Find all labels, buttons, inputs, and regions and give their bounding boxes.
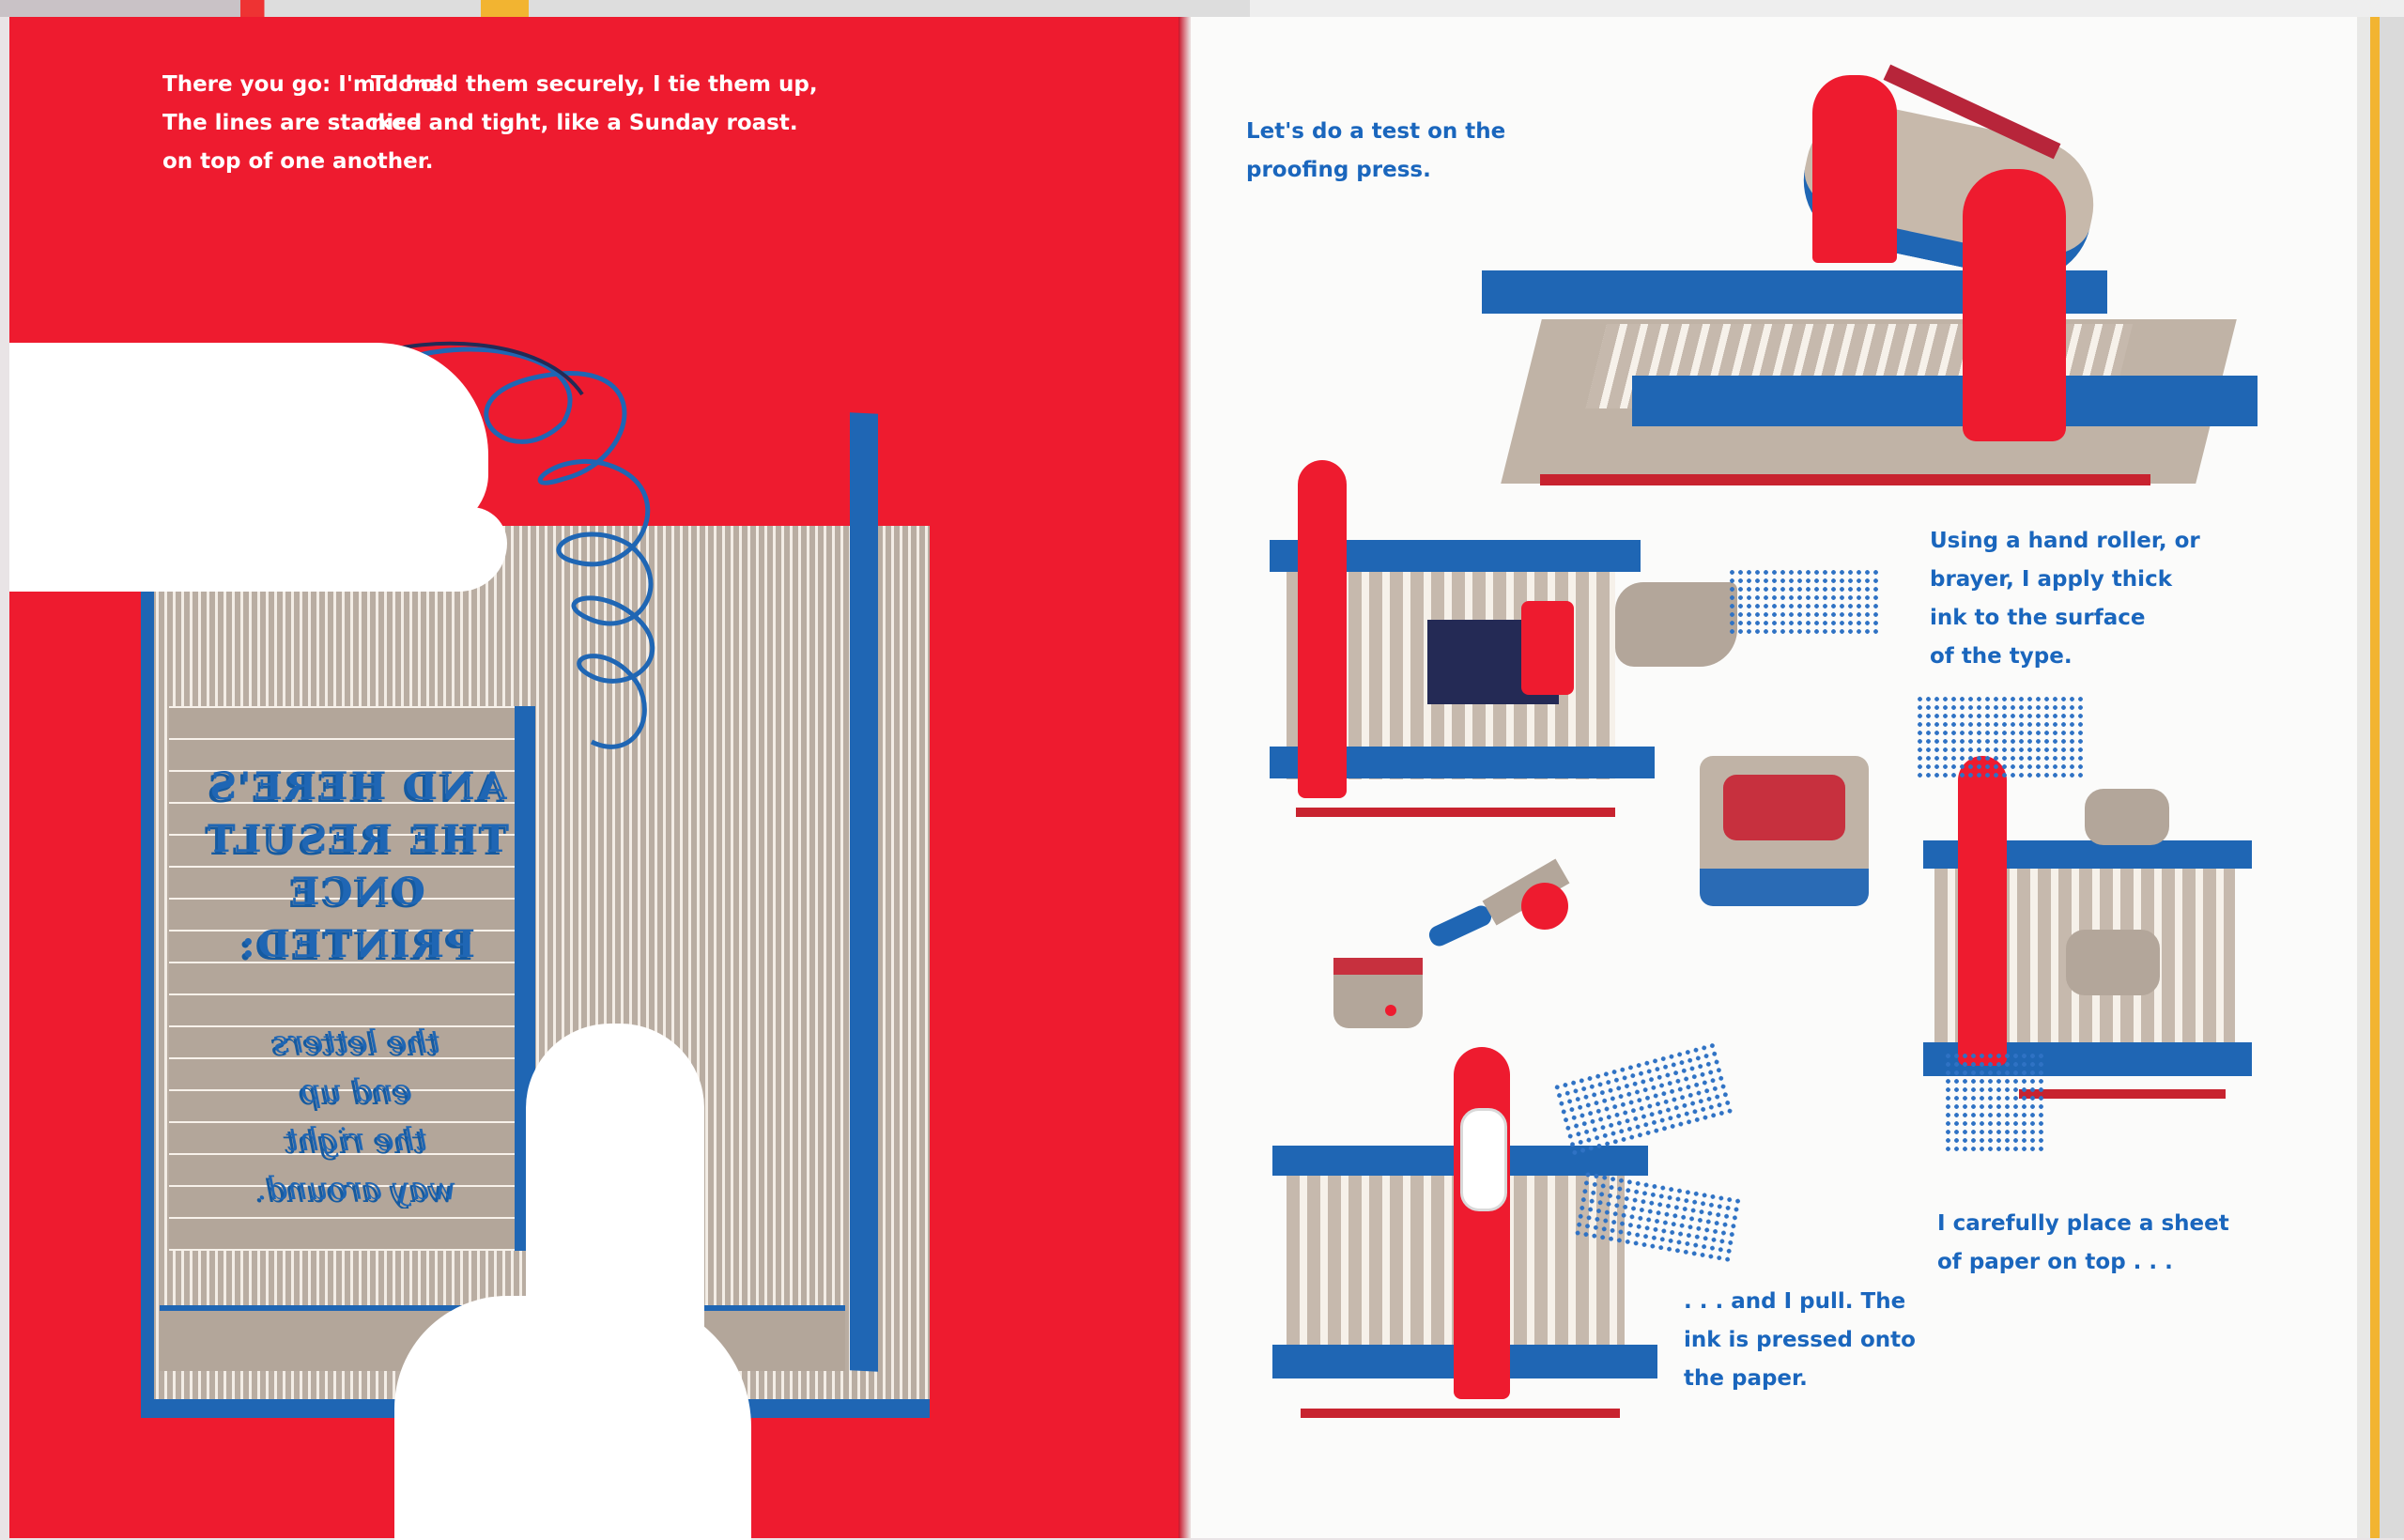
press-frame [1298, 460, 1347, 798]
galley-rail-right [850, 412, 878, 1372]
press-shadow [1540, 474, 2150, 485]
sleeve-halftone [1728, 568, 1878, 634]
hand-upper [2085, 789, 2169, 845]
press-frame-back [1812, 75, 1897, 263]
ink-tin [1333, 958, 1423, 1028]
press-shadow [1296, 808, 1615, 817]
hand-bottom-palm [394, 1296, 751, 1540]
hand-top [9, 343, 488, 531]
caption-sheet: I carefully place a sheet of paper on to… [1937, 1211, 2229, 1274]
page-edge [2357, 17, 2370, 1538]
type-line: THE RESULT [204, 817, 510, 861]
wrist-top [9, 526, 160, 582]
ink-tin-label [1385, 1005, 1396, 1016]
type-line: PRINTED: [238, 922, 476, 966]
hand-lower [2066, 930, 2160, 995]
type-block [169, 706, 535, 1251]
type-line: the letters [272, 1024, 441, 1061]
type-line: ONCE [288, 870, 425, 914]
caption-done: There you go: I'm done. The lines are st… [162, 72, 452, 174]
caption-test: Let's do a test on the proofing press. [1246, 119, 1506, 182]
ink-blob [1521, 883, 1568, 930]
top-edge-strip [0, 0, 2404, 17]
type-line: end up [300, 1072, 413, 1110]
cover-edge-yellow [2370, 17, 2380, 1538]
press-frame [1958, 756, 2007, 1066]
type-line: way around. [256, 1170, 457, 1208]
press-shadow [2019, 1089, 2226, 1099]
caption-tie: To hold them securely, I tie them up, ni… [371, 72, 818, 135]
brayer-roller [1521, 601, 1574, 695]
background-edge [2380, 17, 2404, 1538]
sleeve-halftone [1916, 695, 2085, 779]
type-line: the right [285, 1121, 428, 1159]
press-frame [1454, 1047, 1510, 1399]
hand-on-lever [1460, 1108, 1507, 1211]
press-shadow [1301, 1409, 1620, 1418]
press-rail-front [1632, 376, 2258, 426]
ink-smear [1723, 775, 1845, 840]
sleeve-halftone [1944, 1052, 2047, 1155]
hand [1615, 582, 1737, 667]
mirrored-type: AND HERE'S THE RESULT ONCE PRINTED: the … [188, 761, 526, 1213]
caption-pull: . . . and I pull. The ink is pressed ont… [1684, 1289, 1916, 1391]
galley-rail-left [141, 526, 154, 1418]
press-frame-front [1963, 169, 2066, 441]
caption-roller: Using a hand roller, or brayer, I apply … [1930, 529, 2200, 669]
